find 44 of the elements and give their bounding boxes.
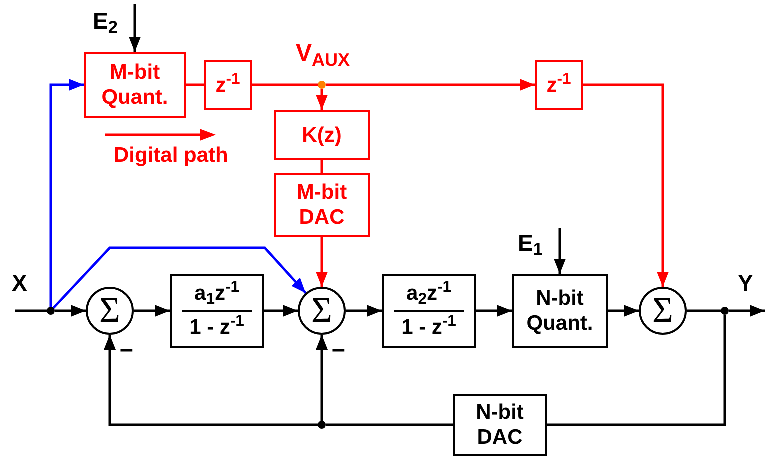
signal-arrow [316, 89, 328, 110]
signal-arrow [129, 4, 141, 52]
signal-line [320, 160, 324, 173]
signal-line [15, 310, 47, 312]
signal-arrow [134, 305, 170, 317]
block-box: z$^{-1}$ [535, 60, 583, 110]
signal-line [547, 315, 726, 426]
transfer-function-box: a$_{1}$z$^{-1}$ 1 - z$^{-1}$ [170, 274, 264, 348]
signal-line [687, 310, 721, 312]
minus-sign: – [332, 338, 346, 362]
signal-line [326, 424, 453, 426]
signal-arrow [55, 305, 86, 317]
summing-node: Σ [86, 287, 134, 335]
signal-arrow [729, 305, 765, 317]
signal-line [252, 84, 318, 86]
signal-arrow [104, 335, 318, 426]
legend-label: Digital path [114, 143, 228, 169]
signal-label: V$_{AUX}$ [296, 42, 350, 66]
signal-arrow [554, 228, 566, 274]
signal-arrow [52, 246, 307, 309]
input-label: E$_{1}$ [518, 226, 556, 260]
signal-arrow [264, 305, 298, 317]
block-box: N-bit Quant. [512, 274, 608, 348]
summing-node: Σ [639, 287, 687, 335]
summing-node: Σ [298, 287, 346, 335]
minus-sign: – [120, 338, 134, 362]
signal-arrow [608, 305, 639, 317]
signal-arrow [316, 335, 328, 421]
block-box: N-bit DAC [453, 394, 547, 456]
signal-line [186, 84, 204, 86]
block-box: M-bit DAC [274, 173, 370, 237]
signal-label: X [12, 272, 28, 295]
block-box: K(z) [274, 110, 370, 160]
signal-arrow [326, 79, 535, 91]
block-box: M-bit Quant. [84, 52, 186, 118]
transfer-function-box: a$_{2}$z$^{-1}$ 1 - z$^{-1}$ [382, 274, 476, 348]
signal-arrow [476, 305, 512, 317]
input-label: E$_{2}$ [93, 4, 129, 38]
signal-arrow [583, 84, 669, 287]
block-box: z$^{-1}$ [204, 60, 252, 110]
signal-arrow [50, 79, 84, 307]
signal-arrow [316, 237, 328, 287]
signal-label: Y [738, 272, 754, 295]
signal-arrow [346, 305, 382, 317]
